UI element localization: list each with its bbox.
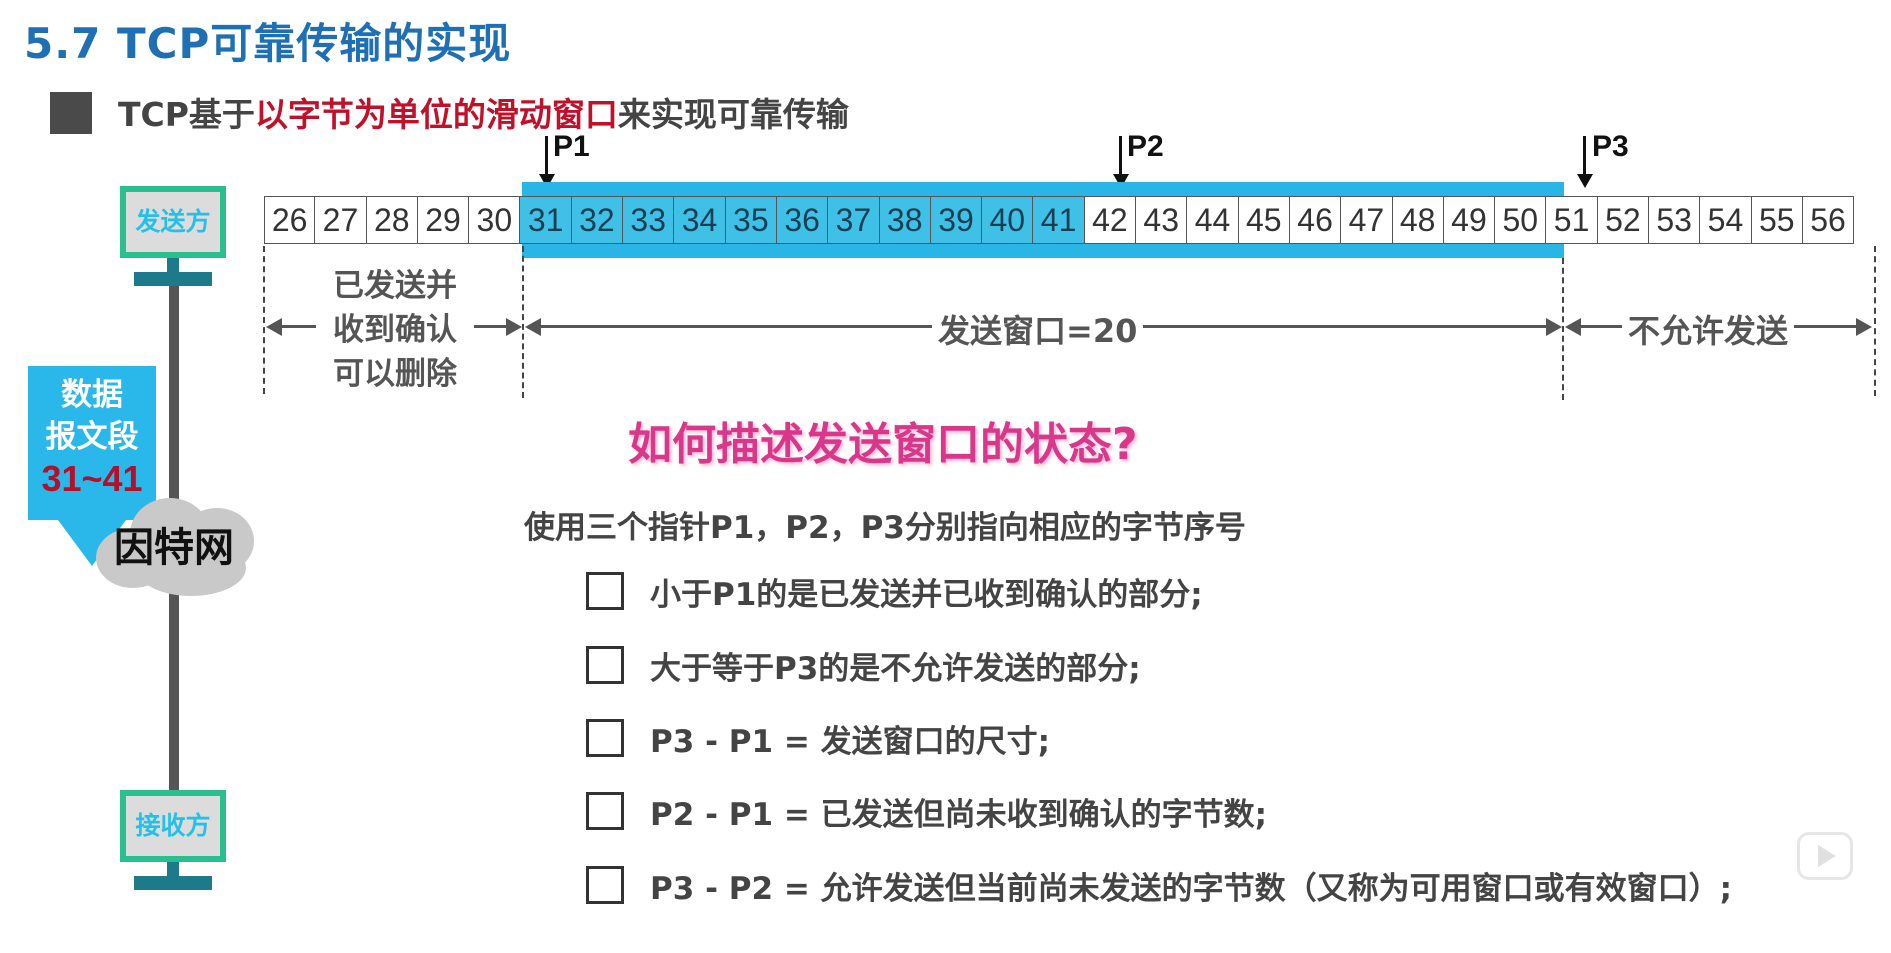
- byte-cell: 45: [1238, 196, 1290, 244]
- segment-line1: 数据: [61, 377, 123, 413]
- question-heading: 如何描述发送窗口的状态?: [628, 419, 1138, 470]
- cloud-icon: [96, 490, 258, 598]
- pointer-p3: [1576, 136, 1593, 188]
- byte-cell: 42: [1084, 196, 1137, 244]
- list-item-text: P3 - P1 = 发送窗口的尺寸;: [650, 723, 1050, 760]
- internet-label: 因特网: [114, 525, 234, 571]
- byte-cell: 32: [571, 196, 624, 244]
- byte-cell: 37: [828, 196, 880, 244]
- checkbox-icon[interactable]: [586, 866, 624, 904]
- not-allowed-label: 不允许发送: [1622, 306, 1795, 352]
- acked-label-line3: 可以删除: [333, 356, 457, 392]
- sender-stand: [167, 258, 179, 272]
- byte-cell: 29: [417, 196, 470, 244]
- boundary-left: [263, 246, 265, 394]
- byte-cell: 39: [930, 196, 983, 244]
- list-item-text: P2 - P1 = 已发送但尚未收到确认的字节数;: [650, 796, 1267, 833]
- byte-cell: 56: [1802, 196, 1855, 244]
- receiver-base: [134, 876, 212, 890]
- list-item: P3 - P1 = 发送窗口的尺寸;: [586, 715, 1050, 761]
- byte-cell: 43: [1136, 196, 1188, 244]
- list-item-text: P3 - P2 = 允许发送但当前尚未发送的字节数（又称为可用窗口或有效窗口）;: [650, 870, 1732, 907]
- subtitle: TCP基于以字节为单位的滑动窗口来实现可靠传输: [118, 88, 849, 136]
- byte-cell: 26: [264, 196, 316, 244]
- list-item: 大于等于P3的是不允许发送的部分;: [586, 642, 1141, 688]
- receiver-label: 接收方: [120, 790, 226, 862]
- list-item-text: 大于等于P3的是不允许发送的部分;: [650, 650, 1141, 687]
- play-icon: [1818, 845, 1836, 867]
- byte-cell: 41: [1033, 196, 1085, 244]
- arrow-left-icon: [525, 318, 541, 336]
- send-window-label: 发送窗口=20: [932, 306, 1144, 352]
- byte-cell: 27: [315, 196, 367, 244]
- checkbox-icon[interactable]: [586, 719, 624, 757]
- list-item: 小于P1的是已发送并已收到确认的部分;: [586, 568, 1203, 614]
- byte-cell: 31: [520, 196, 572, 244]
- acked-region-label: 已发送并 收到确认 可以删除: [316, 264, 474, 396]
- arrow-right-icon: [1856, 318, 1872, 336]
- acked-label-line1: 已发送并: [333, 268, 457, 304]
- byte-cell: 28: [366, 196, 418, 244]
- arrow-right-icon: [506, 318, 522, 336]
- list-item: P3 - P2 = 允许发送但当前尚未发送的字节数（又称为可用窗口或有效窗口）;: [586, 862, 1732, 908]
- square-bullet-icon: [50, 92, 92, 134]
- arrow-down-icon: [1576, 174, 1593, 188]
- sender-host: 发送方: [120, 186, 226, 286]
- list-item: P2 - P1 = 已发送但尚未收到确认的字节数;: [586, 788, 1267, 834]
- byte-cell: 46: [1289, 196, 1342, 244]
- byte-cell: 44: [1187, 196, 1239, 244]
- byte-cell: 52: [1597, 196, 1650, 244]
- arrow-left-icon: [1565, 318, 1581, 336]
- byte-cell: 30: [469, 196, 521, 244]
- segment-range: 31~41: [41, 458, 143, 499]
- pointer-p3-label: P3: [1592, 130, 1629, 163]
- byte-cell: 40: [982, 196, 1034, 244]
- receiver-stand: [167, 862, 179, 876]
- data-segment: 数据 报文段 31~41: [28, 366, 156, 520]
- byte-cell: 36: [776, 196, 829, 244]
- segment-line2: 报文段: [45, 419, 139, 455]
- pointer-p2-label: P2: [1127, 130, 1164, 163]
- checkbox-icon[interactable]: [586, 646, 624, 684]
- pointer-p3-line: [1583, 136, 1586, 174]
- pointer-p2-line: [1119, 136, 1122, 174]
- boundary-right: [1874, 246, 1876, 396]
- sender-base: [134, 272, 212, 286]
- byte-cell: 34: [674, 196, 726, 244]
- byte-cell: 49: [1443, 196, 1496, 244]
- receiver-host: 接收方: [120, 790, 226, 890]
- arrow-right-icon: [1546, 318, 1562, 336]
- pointer-intro: 使用三个指针P1，P2，P3分别指向相应的字节序号: [524, 510, 1246, 546]
- byte-cell: 55: [1751, 196, 1803, 244]
- boundary-p3: [1562, 258, 1564, 400]
- checkbox-icon[interactable]: [586, 572, 624, 610]
- list-item-text: 小于P1的是已发送并已收到确认的部分;: [650, 576, 1203, 613]
- play-button[interactable]: [1797, 832, 1853, 880]
- page-title: 5.7 TCP可靠传输的实现: [24, 19, 512, 68]
- byte-cell: 50: [1495, 196, 1547, 244]
- byte-cell: 54: [1700, 196, 1752, 244]
- subtitle-highlight: 以字节为单位的滑动窗口: [254, 95, 618, 134]
- boundary-p1: [522, 246, 524, 398]
- byte-cell: 38: [879, 196, 931, 244]
- byte-cell: 47: [1341, 196, 1393, 244]
- acked-label-line2: 收到确认: [333, 312, 457, 348]
- byte-cell: 35: [725, 196, 777, 244]
- byte-cell: 51: [1546, 196, 1598, 244]
- checkbox-icon[interactable]: [586, 792, 624, 830]
- byte-cell: 48: [1392, 196, 1444, 244]
- byte-cell: 53: [1649, 196, 1701, 244]
- byte-cell: 33: [623, 196, 675, 244]
- cloud-puff: [136, 540, 246, 596]
- arrow-left-icon: [266, 318, 282, 336]
- pointer-p1-line: [545, 136, 548, 174]
- pointer-p1-label: P1: [553, 130, 590, 163]
- subtitle-suffix: 来实现可靠传输: [617, 95, 849, 134]
- subtitle-prefix: TCP基于: [118, 95, 255, 134]
- sender-label: 发送方: [120, 186, 226, 258]
